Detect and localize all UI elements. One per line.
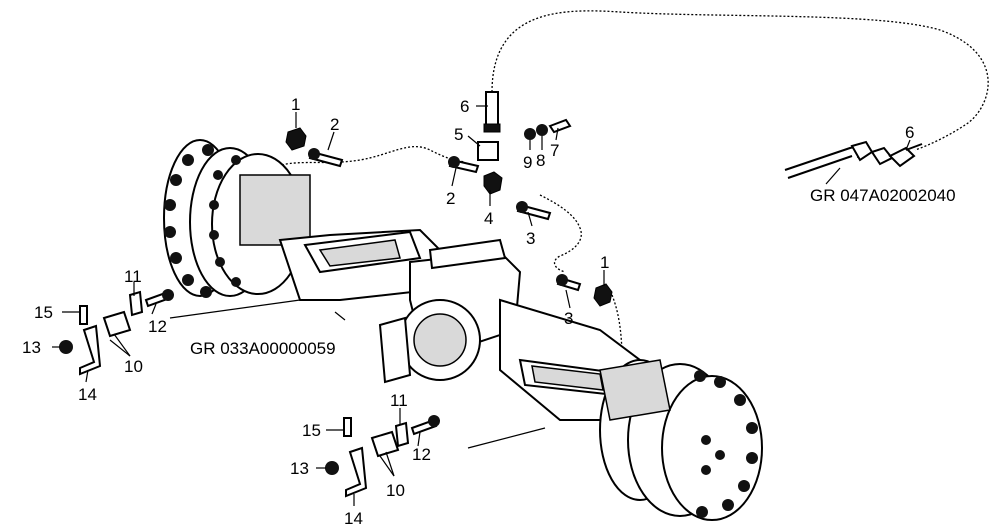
callout-labels: 1 2 6 5 9 8 7 2 4 3 1 3 6 15 11 12 13 10… (22, 95, 914, 528)
callout-11: 11 (390, 391, 408, 410)
callout-1: 1 (291, 95, 300, 114)
callout-5: 5 (454, 125, 463, 144)
callout-1: 1 (600, 253, 609, 272)
callout-11: 11 (124, 267, 142, 286)
callout-9: 9 (523, 153, 532, 172)
leader-lines (52, 105, 911, 506)
callout-13: 13 (22, 338, 41, 357)
brake-line (281, 10, 989, 361)
callout-15: 15 (302, 421, 321, 440)
callout-12: 12 (148, 317, 167, 336)
callout-10: 10 (124, 357, 143, 376)
callout-12: 12 (412, 445, 431, 464)
callout-6: 6 (460, 97, 469, 116)
brake-hose-group-reference: GR 047A02002040 (810, 186, 956, 205)
callout-4: 4 (484, 209, 493, 228)
callout-3: 3 (564, 309, 573, 328)
callout-2: 2 (330, 115, 339, 134)
callout-7: 7 (550, 141, 559, 160)
callout-2: 2 (446, 189, 455, 208)
axle-group-reference: GR 033A00000059 (190, 339, 336, 358)
callout-15: 15 (34, 303, 53, 322)
callout-8: 8 (536, 151, 545, 170)
brake-hose-assembly (784, 140, 923, 179)
callout-14: 14 (344, 509, 363, 528)
callout-14: 14 (78, 385, 97, 404)
small-parts (59, 91, 613, 498)
axle-assembly (163, 139, 763, 521)
callout-6: 6 (905, 123, 914, 142)
callout-3: 3 (526, 229, 535, 248)
callout-10: 10 (386, 481, 405, 500)
callout-13: 13 (290, 459, 309, 478)
